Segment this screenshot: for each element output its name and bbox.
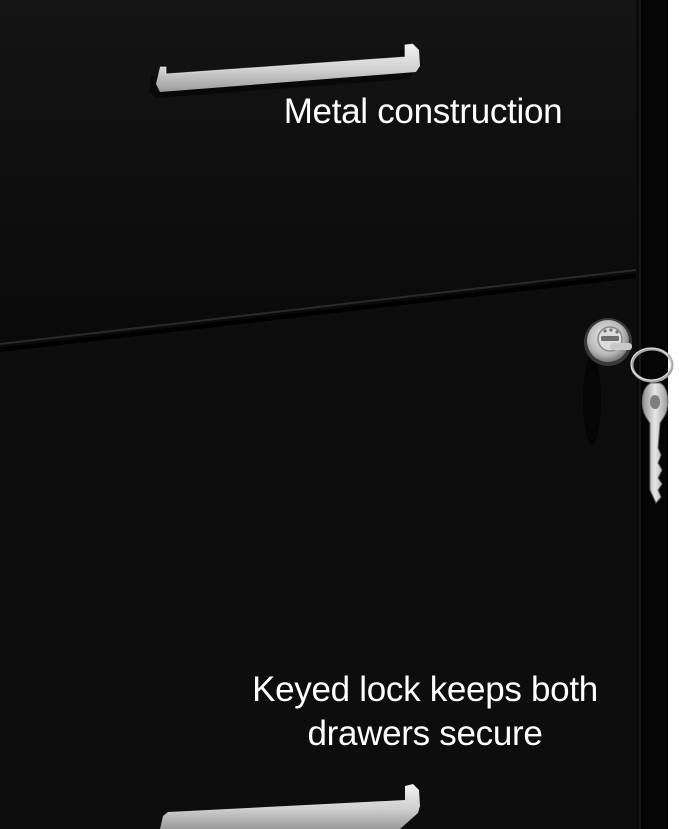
caption-keyed-lock: Keyed lock keeps both drawers secure bbox=[215, 668, 635, 756]
drawer-handle-icon-bottom bbox=[160, 784, 420, 829]
lock-cylinder-icon bbox=[583, 318, 632, 445]
caption-keyed-lock-line1: Keyed lock keeps both bbox=[252, 670, 598, 709]
bottom-drawer bbox=[0, 278, 636, 829]
caption-keyed-lock-line2: drawers secure bbox=[307, 714, 543, 753]
drawer-handle-icon bbox=[149, 43, 420, 98]
caption-metal-construction: Metal construction bbox=[283, 92, 563, 131]
key-icon bbox=[610, 343, 674, 504]
